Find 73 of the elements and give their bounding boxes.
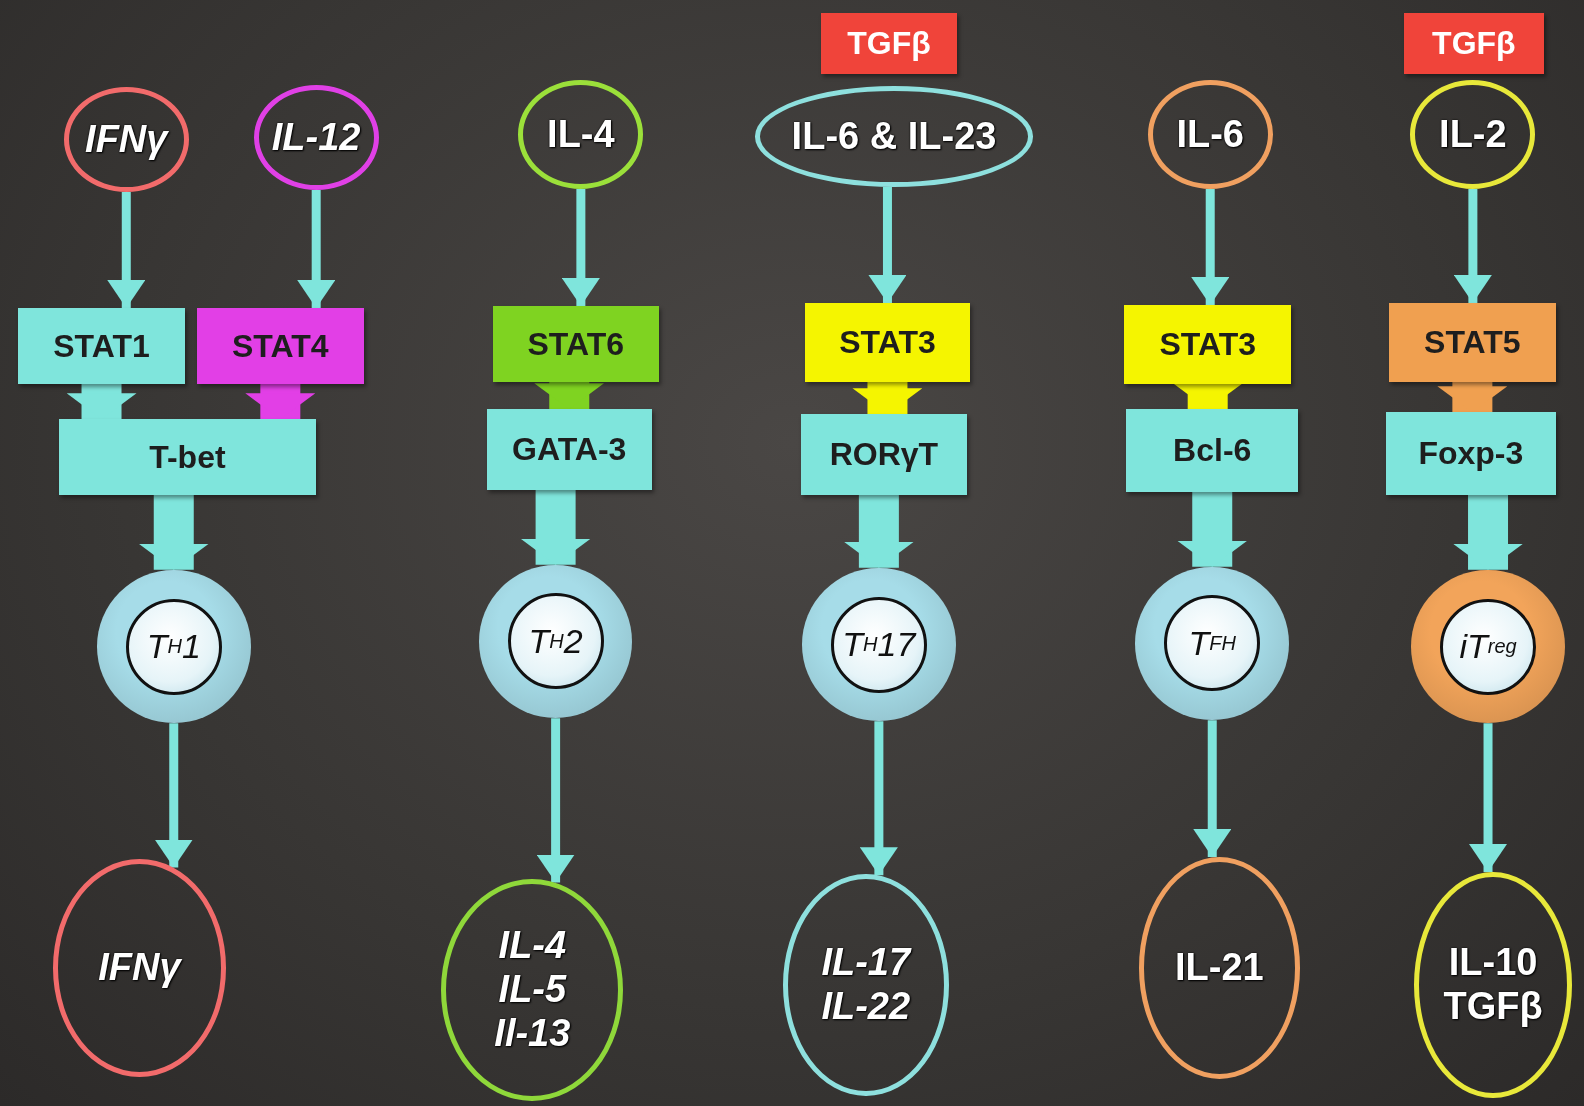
cytokine-oval xyxy=(782,873,949,1097)
arrow xyxy=(868,186,907,304)
arrow xyxy=(1469,723,1508,873)
block-arrow xyxy=(66,383,137,420)
protein-box xyxy=(821,13,957,74)
cytokine-label: IL-12 xyxy=(271,115,361,160)
cytokine-oval xyxy=(1410,79,1536,189)
arrow xyxy=(297,189,336,309)
arrow xyxy=(1193,720,1232,858)
cytokine-label: IFNγ xyxy=(98,945,181,990)
cytokine-label: IL-4 xyxy=(547,112,615,157)
protein-label: STAT6 xyxy=(527,325,625,363)
protein-box xyxy=(1404,13,1544,74)
cytokine-label: IL-5 xyxy=(498,968,567,1012)
protein-label: T-bet xyxy=(149,438,226,476)
protein-box xyxy=(1124,305,1291,384)
cytokine-oval xyxy=(1414,871,1572,1099)
cytokine-oval xyxy=(253,84,379,190)
arrow xyxy=(561,188,600,307)
block-arrow xyxy=(1453,495,1524,570)
protein-label: STAT3 xyxy=(1159,326,1256,363)
protein-label: Foxp-3 xyxy=(1418,435,1524,472)
cytokine-label: IL-10 xyxy=(1448,941,1538,985)
protein-box xyxy=(1126,409,1299,492)
cytokine-oval xyxy=(441,878,624,1102)
block-arrow xyxy=(534,381,605,410)
protein-box xyxy=(58,419,317,495)
protein-box xyxy=(1389,303,1556,382)
protein-box xyxy=(801,414,967,495)
cytokine-label: IFNγ xyxy=(85,117,168,162)
block-arrow xyxy=(245,383,316,420)
cytokine-oval xyxy=(63,86,189,192)
protein-label: STAT4 xyxy=(232,327,329,365)
arrow xyxy=(1191,188,1230,306)
protein-box xyxy=(486,409,652,490)
protein-label: RORγT xyxy=(829,436,939,473)
block-arrow xyxy=(852,381,923,415)
cytokine-oval xyxy=(1147,79,1273,189)
cytokine-label: IL-22 xyxy=(821,984,911,1029)
protein-box xyxy=(492,306,659,382)
protein-box xyxy=(1386,412,1556,495)
cytokine-label: Il-13 xyxy=(494,1011,571,1056)
cytokine-label: IL-21 xyxy=(1174,945,1264,990)
cytokine-label: IL-4 xyxy=(498,924,567,969)
cytokine-oval xyxy=(1138,856,1301,1079)
protein-label: STAT1 xyxy=(53,327,150,365)
block-arrow xyxy=(1437,381,1508,413)
protein-label: STAT3 xyxy=(839,324,936,361)
arrow xyxy=(859,721,898,876)
protein-label: TGFβ xyxy=(1432,25,1516,62)
protein-label: TGFβ xyxy=(847,25,931,62)
block-arrow xyxy=(843,495,914,568)
cytokine-oval xyxy=(754,85,1034,187)
cytokine-label: TGFβ xyxy=(1443,984,1543,1029)
cytokine-label: IL-2 xyxy=(1439,112,1507,157)
protein-box xyxy=(18,308,185,384)
protein-label: STAT5 xyxy=(1424,324,1521,361)
cytokine-oval xyxy=(518,79,644,189)
block-arrow xyxy=(1177,491,1248,567)
cytokine-label: IL-6 xyxy=(1176,112,1244,157)
arrow xyxy=(1453,188,1492,304)
protein-label: GATA-3 xyxy=(512,431,627,468)
arrow xyxy=(154,723,193,868)
cytokine-oval xyxy=(52,858,227,1077)
cytokine-label: IL-6 & IL-23 xyxy=(791,114,997,159)
cytokine-label: IL-17 xyxy=(821,941,911,985)
arrow xyxy=(536,718,575,883)
protein-box xyxy=(805,303,970,382)
protein-box xyxy=(197,308,364,384)
arrow xyxy=(107,191,146,309)
block-arrow xyxy=(520,489,591,565)
block-arrow xyxy=(1172,383,1243,410)
protein-label: Bcl-6 xyxy=(1173,432,1252,469)
